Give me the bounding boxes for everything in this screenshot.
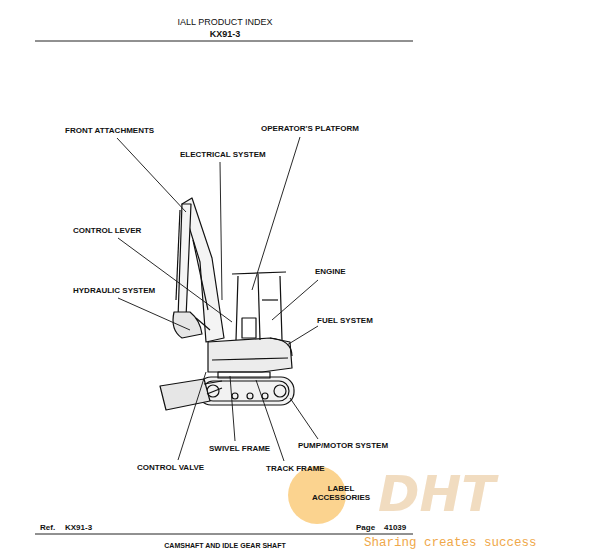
footer-page: Page bbox=[356, 523, 375, 532]
watermark-slogan: Sharing creates success bbox=[364, 536, 537, 550]
leader-lines bbox=[117, 137, 318, 461]
section-label: LABEL ACCESSORIES bbox=[303, 484, 379, 502]
header-rule bbox=[35, 41, 413, 42]
section-label: CONTROL LEVER bbox=[73, 226, 141, 235]
section-label: PUMP/MOTOR SYSTEM bbox=[298, 441, 388, 450]
section-label: CONTROL VALVE bbox=[137, 463, 204, 472]
section-label: ENGINE bbox=[315, 267, 346, 276]
footer-section: CAMSHAFT AND IDLE GEAR SHAFT bbox=[120, 542, 330, 550]
section-label: FUEL SYSTEM bbox=[317, 316, 373, 325]
section-label: TRACK FRAME bbox=[266, 464, 325, 473]
section-label: ELECTRICAL SYSTEM bbox=[180, 150, 266, 159]
footer-rule bbox=[35, 534, 413, 535]
watermark: DHT bbox=[378, 466, 495, 524]
section-label: SWIVEL FRAME bbox=[209, 444, 270, 453]
footer-model: KX91-3 bbox=[65, 523, 92, 532]
excavator-drawing bbox=[160, 198, 294, 410]
section-label: FRONT ATTACHMENTS bbox=[65, 126, 154, 135]
section-label: OPERATOR'S PLATFORM bbox=[261, 124, 359, 133]
section-label: HYDRAULIC SYSTEM bbox=[73, 286, 155, 295]
page-heading: IALL PRODUCT INDEX bbox=[125, 17, 325, 27]
footer-page-number: 41039 bbox=[384, 523, 406, 532]
model-heading: KX91-3 bbox=[125, 29, 325, 39]
footer-ref: Ref. bbox=[40, 523, 55, 532]
